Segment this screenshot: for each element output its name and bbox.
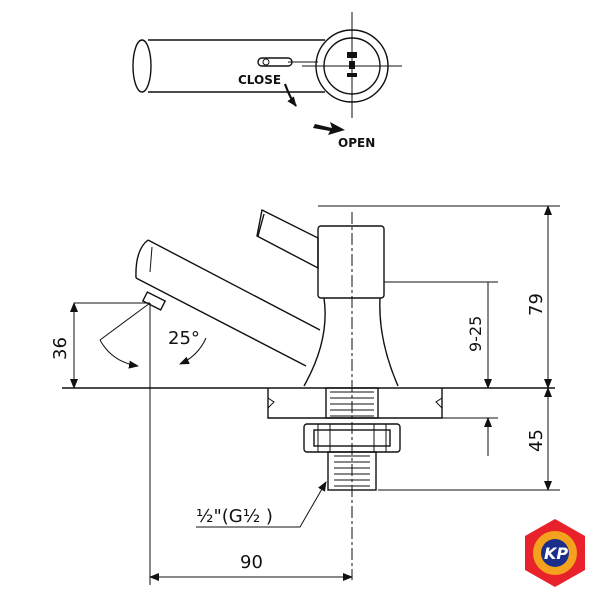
side-view	[62, 208, 555, 580]
close-label: CLOSE	[238, 73, 281, 87]
brand-logo: KP	[525, 519, 585, 587]
dim-reach: 90	[240, 552, 263, 573]
dim-below-deck: 45	[526, 429, 547, 452]
dim-thread: ½"(G½ )	[196, 506, 273, 527]
top-view: CLOSE OPEN	[132, 12, 402, 150]
open-label: OPEN	[338, 136, 375, 150]
dim-angle: 25°	[168, 328, 200, 349]
dim-height-total: 79	[526, 293, 547, 316]
dimensions: 79 9-25 45 36 25° 90 ½"(G½ )	[50, 205, 560, 585]
dim-height-adjust: 9-25	[466, 316, 485, 352]
dim-height-spout: 36	[50, 337, 71, 360]
open-arrow-icon	[313, 122, 345, 135]
logo-text: KP	[544, 544, 568, 563]
